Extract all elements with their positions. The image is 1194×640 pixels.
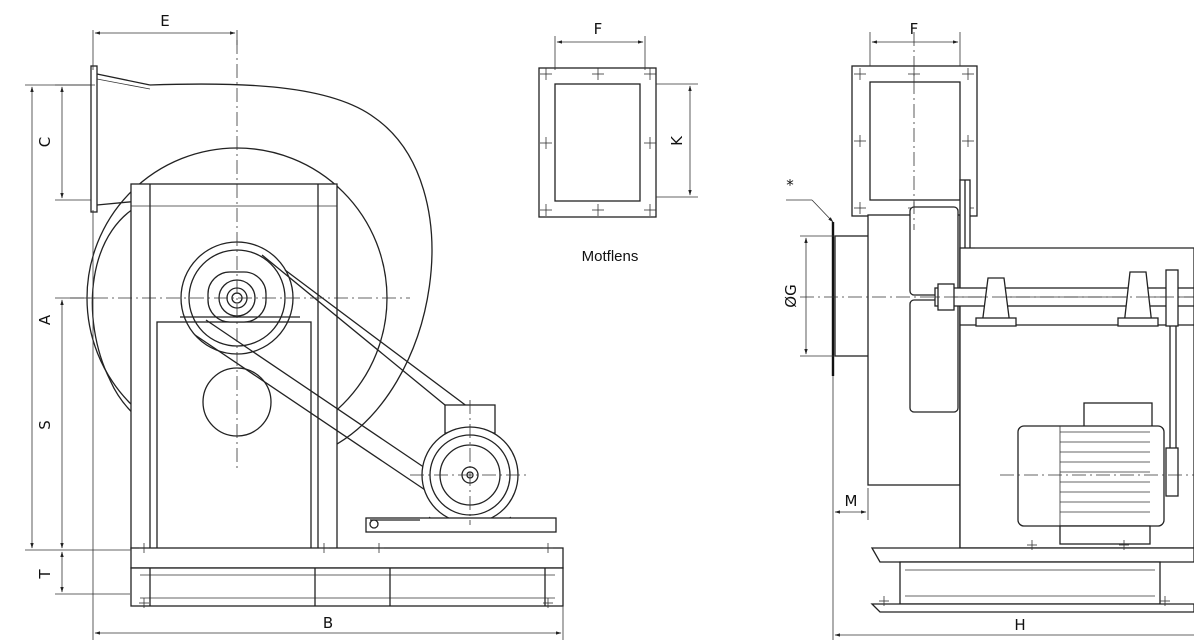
dim-label-s: S [36,420,54,430]
side-motor-terminal [1083,402,1153,430]
impeller-blade-lower [909,299,959,413]
dim-label-g: ØG [782,284,800,307]
dim-label-f-side: F [910,20,919,38]
counter-flange-inner [554,83,641,202]
dim-label-e: E [160,12,169,30]
dim-label-t: T [36,569,54,580]
side-base-top [870,547,1194,563]
counter-flange-caption: Motflens [582,248,639,265]
side-base-frame [899,561,1161,605]
volute-housing [91,83,433,462]
dim-label-a: A [36,314,54,325]
side-motor-body [1017,425,1165,527]
side-view [786,32,1194,613]
dim-label-b: B [323,614,333,632]
dim-label-k: K [668,135,686,146]
impeller-blade-upper [909,206,959,296]
inlet-cone [834,235,872,357]
side-pulley [1165,269,1179,327]
motor-slide-rail [365,517,557,533]
counter-flange-outer [538,67,657,218]
belt-lower [194,334,441,501]
outlet-flange [90,65,98,213]
front-view-dimensions [25,30,564,640]
base-frame [130,567,564,607]
dim-label-f-flange: F [594,20,603,38]
side-view-dimensions [800,235,1194,640]
base-top [130,547,564,569]
side-outlet-flange [851,65,978,217]
belt-upper [261,254,474,429]
dim-label-m: M [845,492,858,510]
counter-flange-view [538,36,698,218]
dim-label-h: H [1014,616,1025,634]
note-asterisk: * [786,176,794,194]
dim-label-c: C [36,137,54,147]
front-view [70,40,564,608]
